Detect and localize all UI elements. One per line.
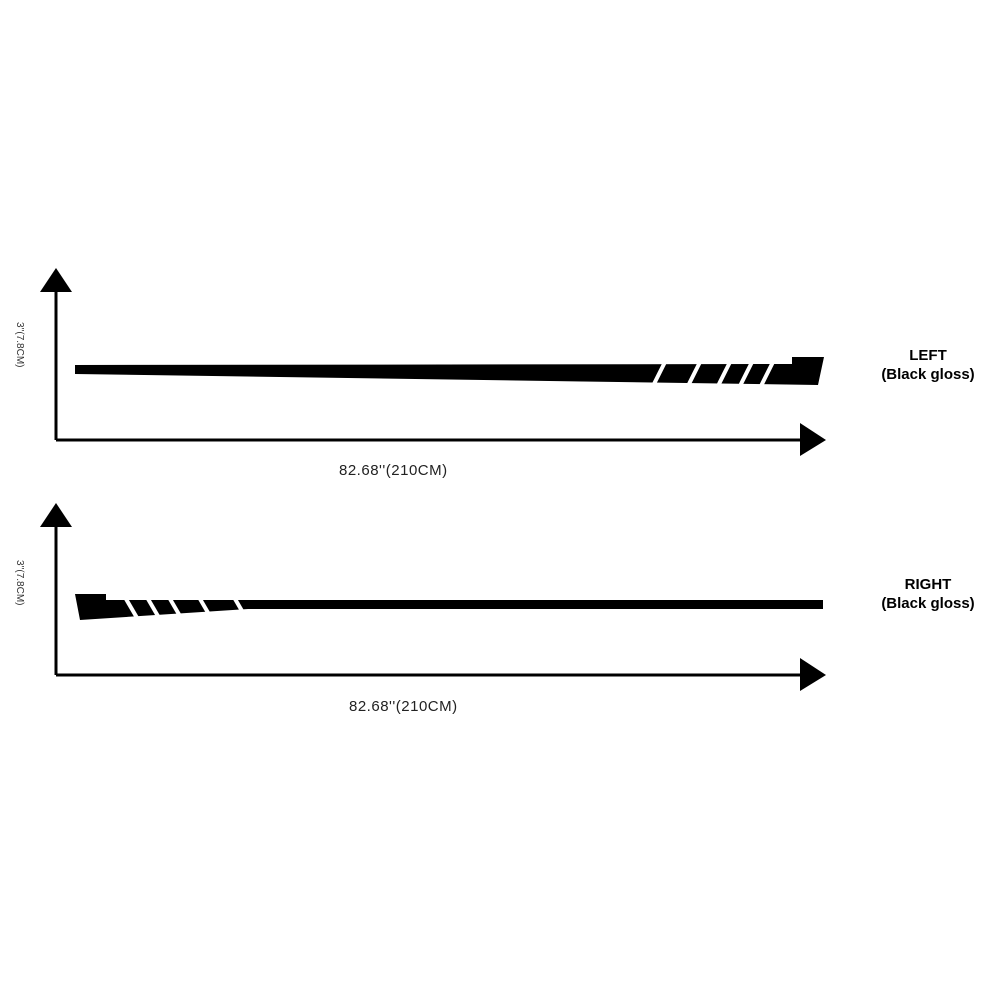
right-decal-finish: (Black gloss) [881,595,975,612]
left-decal-axes [40,268,826,456]
right-decal-stripe [75,590,823,625]
right-decal-axes [40,503,826,691]
left-decal-label: LEFT (Black gloss) [855,346,1001,384]
left-length-dimension: 82.68''(210CM) [339,462,448,479]
left-height-dimension: 3''(7.8CM) [14,322,25,368]
left-decal-finish: (Black gloss) [881,366,975,383]
right-arrow-icon [800,658,826,691]
right-arrow-icon [800,423,826,456]
right-decal-name: RIGHT [904,576,952,593]
left-decal-stripe [75,355,824,389]
right-decal-label: RIGHT (Black gloss) [855,575,1001,613]
up-arrow-icon [40,503,72,527]
left-decal-name: LEFT [909,347,947,364]
right-length-dimension: 82.68''(210CM) [349,698,458,715]
right-height-dimension: 3''(7.8CM) [14,560,25,606]
up-arrow-icon [40,268,72,292]
